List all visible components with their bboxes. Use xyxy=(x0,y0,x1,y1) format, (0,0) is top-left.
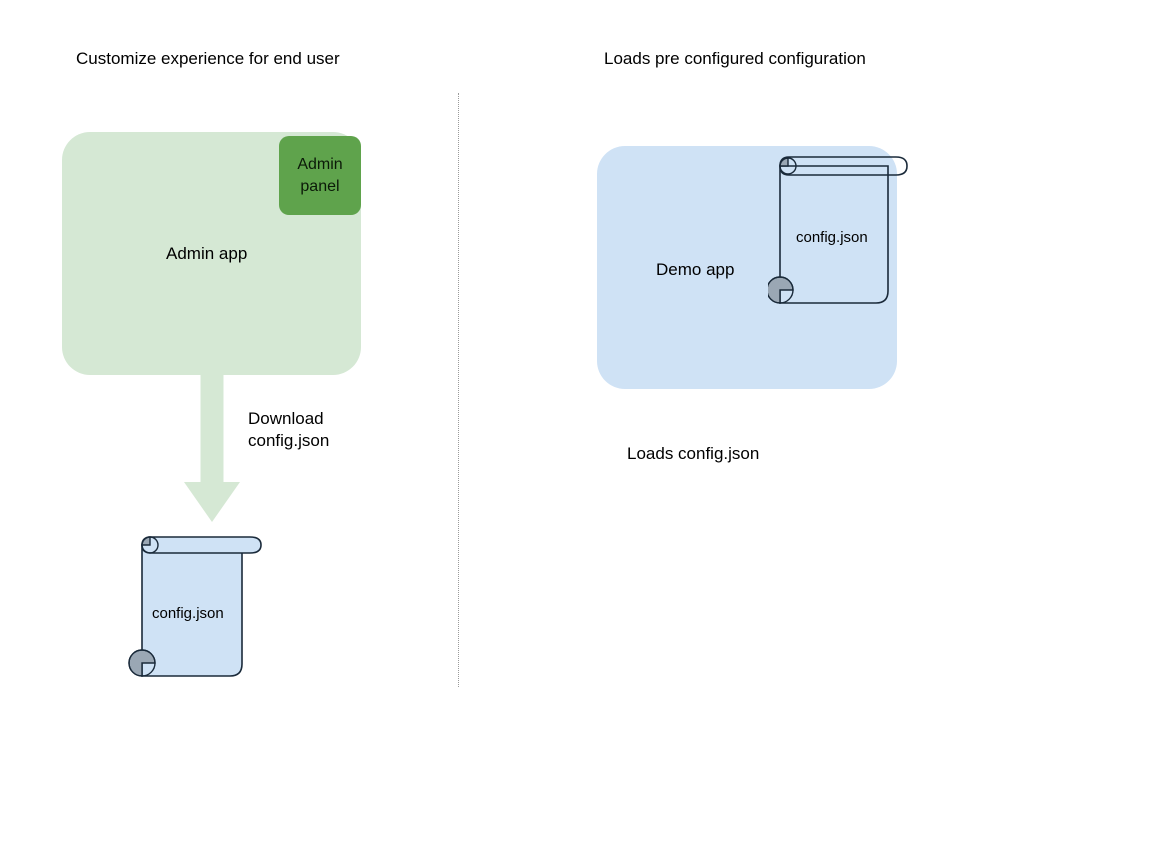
admin-panel-label: Admin panel xyxy=(297,154,342,198)
config-json-label-right: config.json xyxy=(796,229,868,246)
vertical-dotted-divider xyxy=(458,93,459,687)
heading-right: Loads pre configured configuration xyxy=(604,49,866,68)
demo-app-container xyxy=(597,146,897,389)
heading-left: Customize experience for end user xyxy=(76,49,340,68)
download-caption-line1: Download xyxy=(248,409,324,428)
config-json-label-left: config.json xyxy=(152,605,224,622)
admin-panel-button[interactable]: Admin panel xyxy=(279,136,361,215)
config-json-document-right[interactable] xyxy=(768,148,918,316)
download-arrow-caption: Download config.json xyxy=(248,408,329,452)
download-caption-line2: config.json xyxy=(248,431,330,450)
download-arrow-icon xyxy=(184,370,240,522)
loads-config-caption: Loads config.json xyxy=(627,444,760,463)
demo-app-label: Demo app xyxy=(656,260,735,279)
admin-app-label: Admin app xyxy=(166,244,248,263)
admin-panel-label-line2: panel xyxy=(300,177,340,195)
config-json-document-left[interactable] xyxy=(118,526,278,694)
admin-panel-label-line1: Admin xyxy=(297,155,343,173)
